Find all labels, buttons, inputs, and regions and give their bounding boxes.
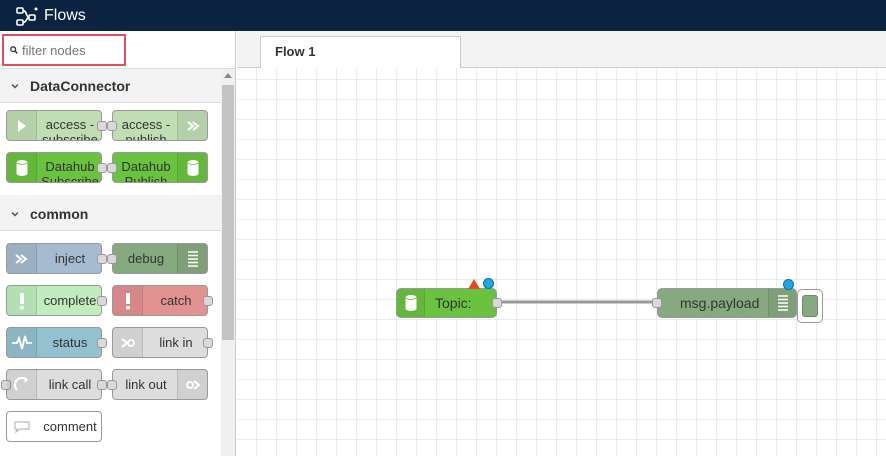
category-body-common: inject debug complete xyxy=(0,231,221,456)
input-port xyxy=(1,380,11,390)
flow-canvas[interactable]: Topic: msg.payload xyxy=(237,68,886,456)
arrow-out-icon xyxy=(186,120,200,131)
palette-node-label: link call xyxy=(48,377,92,392)
workspace-tabs: Flow 1 xyxy=(237,31,886,69)
list-icon xyxy=(187,250,198,267)
output-port xyxy=(97,163,107,173)
changed-indicator-dot xyxy=(483,278,494,289)
input-port xyxy=(107,163,117,173)
header: Flows xyxy=(0,0,886,31)
palette-node-access-subscribe[interactable]: access - subscribe xyxy=(6,110,107,141)
category-body-dataconnector: access - subscribe access - publish Data… xyxy=(0,103,221,195)
category-label: common xyxy=(30,205,89,222)
palette-node-complete[interactable]: complete xyxy=(6,285,107,316)
output-port[interactable] xyxy=(492,298,502,308)
database-icon xyxy=(404,295,417,311)
output-port xyxy=(203,296,213,306)
flow-node-label: msg.payload xyxy=(680,295,760,311)
tab-flow-1[interactable]: Flow 1 xyxy=(260,36,461,69)
debug-toggle-indicator xyxy=(802,295,818,317)
debug-toggle-button[interactable] xyxy=(797,289,823,323)
link-out-icon xyxy=(185,379,201,390)
search-icon xyxy=(10,46,18,54)
node-palette: DataConnector access - subscribe access … xyxy=(0,31,236,456)
palette-node-label: comment xyxy=(43,419,97,434)
link-call-icon xyxy=(13,376,28,391)
palette-node-status[interactable]: status xyxy=(6,327,107,358)
palette-node-link-call[interactable]: link call xyxy=(1,369,107,400)
input-port xyxy=(107,121,117,131)
palette-node-access-publish[interactable]: access - publish xyxy=(107,110,208,141)
palette-scroll-area[interactable]: DataConnector access - subscribe access … xyxy=(0,69,235,456)
exclamation-icon xyxy=(19,292,24,309)
palette-node-label: status xyxy=(52,335,88,350)
flow-node-topic[interactable]: Topic: xyxy=(396,288,502,318)
category-header-common[interactable]: common xyxy=(0,197,221,231)
app-title: Flows xyxy=(44,6,86,24)
palette-node-catch[interactable]: catch xyxy=(112,285,213,316)
palette-node-label: complete xyxy=(43,293,97,308)
flow-node-msg-payload[interactable]: msg.payload xyxy=(652,288,797,318)
filter-nodes-field[interactable] xyxy=(2,34,126,66)
palette-node-label: access - subscribe xyxy=(42,117,98,140)
node-red-flow-icon xyxy=(16,6,38,26)
palette-node-link-out[interactable]: link out xyxy=(107,369,208,400)
category-header-dataconnector[interactable]: DataConnector xyxy=(0,69,221,103)
palette-node-label: inject xyxy=(54,251,86,266)
category-label: DataConnector xyxy=(30,77,131,94)
comment-icon xyxy=(14,420,30,434)
palette-node-datahub-subscribe[interactable]: Datahub Subscribe xyxy=(6,152,107,183)
warning-icon xyxy=(468,279,480,289)
arrow-in-icon xyxy=(14,253,28,264)
chevron-down-icon xyxy=(11,83,19,89)
scroll-up-icon[interactable] xyxy=(224,73,232,78)
palette-node-label: link out xyxy=(125,377,167,392)
palette-node-datahub-publish[interactable]: Datahub Publish xyxy=(107,152,208,183)
output-port xyxy=(97,338,107,348)
list-icon xyxy=(777,295,788,311)
filter-nodes-input[interactable] xyxy=(22,42,122,58)
database-icon xyxy=(15,159,28,176)
changed-indicator-dot xyxy=(783,279,794,290)
output-port xyxy=(97,380,107,390)
output-port xyxy=(203,338,213,348)
input-port xyxy=(107,380,117,390)
output-port xyxy=(97,296,107,306)
palette-node-label: Datahub Subscribe xyxy=(41,159,99,182)
flow-node-label: Topic: xyxy=(435,295,472,311)
palette-node-inject[interactable]: inject xyxy=(6,243,107,274)
output-port xyxy=(97,254,107,264)
palette-scrollbar[interactable] xyxy=(221,69,235,456)
database-icon xyxy=(186,159,199,176)
output-port xyxy=(97,121,107,131)
wires-layer xyxy=(497,300,657,304)
palette-node-comment[interactable]: comment xyxy=(6,411,102,442)
palette-node-debug[interactable]: debug xyxy=(107,243,208,274)
scrollbar-thumb[interactable] xyxy=(222,85,234,340)
palette-node-label: access - publish xyxy=(121,117,171,140)
arrow-in-icon xyxy=(17,119,26,132)
palette-node-label: link in xyxy=(159,335,193,350)
exclamation-icon xyxy=(125,292,130,309)
input-port[interactable] xyxy=(652,298,662,308)
input-port xyxy=(107,254,117,264)
palette-node-label: debug xyxy=(127,251,165,266)
palette-node-label: Datahub Publish xyxy=(121,159,171,182)
palette-node-label: catch xyxy=(160,293,192,308)
link-in-icon xyxy=(120,337,135,348)
palette-filter-bar xyxy=(0,31,235,69)
chevron-down-icon xyxy=(11,211,19,217)
palette-node-link-in[interactable]: link in xyxy=(112,327,213,358)
pulse-icon xyxy=(11,334,32,349)
